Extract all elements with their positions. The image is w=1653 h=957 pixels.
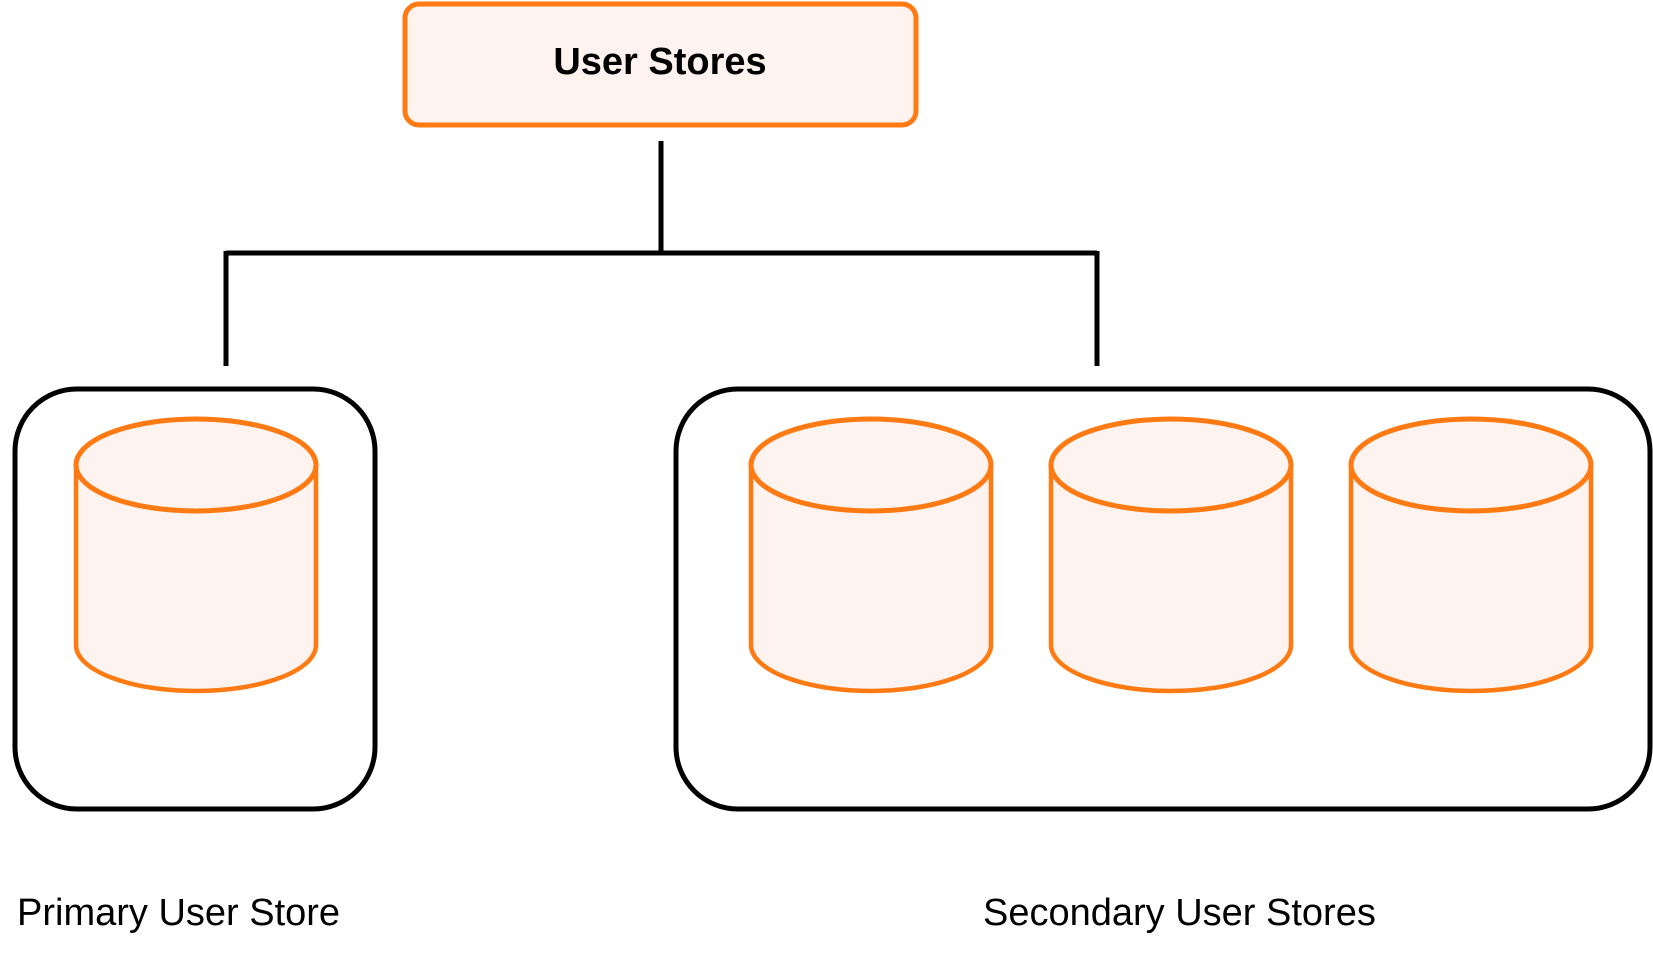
secondary-group [673,386,1653,812]
primary-user-store-database-icon [73,416,319,694]
secondary-store-list [748,416,1594,694]
primary-group [12,386,378,812]
database-top [1348,416,1594,514]
secondary-user-store-database-icon [748,416,994,694]
connector-tree [223,141,1100,366]
primary-group-label: Primary User Store [17,892,340,934]
database-top [748,416,994,514]
root-node-box [402,1,919,128]
secondary-group-container [673,386,1653,812]
database-top [1048,416,1294,514]
secondary-group-label: Secondary User Stores [983,892,1376,934]
root-node: User Stores [402,1,919,128]
root-node-label: User Stores [553,41,766,83]
secondary-user-store-database-icon [1348,416,1594,694]
secondary-user-store-database-icon [1048,416,1294,694]
primary-group-container [12,386,378,812]
primary-store-list [73,416,319,694]
database-top [73,416,319,514]
